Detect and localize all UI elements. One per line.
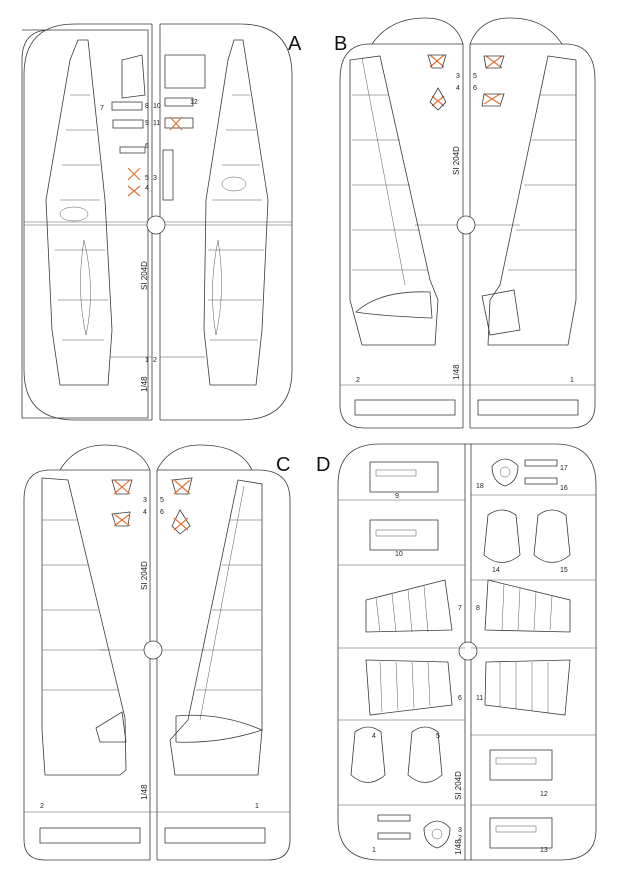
part-number: 2 [458, 835, 462, 842]
part-number: 5 [473, 73, 477, 80]
sprue-c-letter: C [276, 454, 290, 476]
part-number: 7 [100, 105, 104, 112]
part-number: 8 [145, 103, 149, 110]
sprue-d-letter: D [316, 454, 330, 476]
part-number: 7 [458, 605, 462, 612]
part-number: 5 [145, 175, 149, 182]
part-number: 4 [456, 85, 460, 92]
sprue-c-code: SI 204D [140, 561, 149, 590]
part-number: 4 [372, 733, 376, 740]
part-number: 3 [456, 73, 460, 80]
sprue-b-code: SI 204D [452, 146, 461, 175]
sprue-d [337, 443, 597, 861]
part-number: 15 [560, 567, 568, 574]
sprue-b-scale: 1/48 [452, 364, 461, 380]
part-number: 1 [570, 377, 574, 384]
sprue-a [21, 23, 293, 421]
part-number: 12 [540, 791, 548, 798]
part-number: 9 [395, 493, 399, 500]
part-number: 5 [160, 497, 164, 504]
part-number: 3 [143, 497, 147, 504]
part-number: 10 [395, 551, 403, 558]
sprue-c [23, 444, 291, 861]
part-number: 6 [160, 509, 164, 516]
sprue-d-scale: 1/48 [454, 839, 463, 855]
part-number: 14 [492, 567, 500, 574]
part-number: 12 [190, 99, 198, 106]
part-number: 6 [145, 143, 149, 150]
part-number: 5 [436, 733, 440, 740]
part-number: 11 [153, 120, 160, 127]
part-number: 11 [476, 695, 483, 702]
sprue-a-scale: 1/48 [140, 376, 149, 392]
part-number: 13 [540, 847, 548, 854]
part-number: 1 [372, 847, 376, 854]
part-number: 18 [476, 483, 484, 490]
part-number: 2 [153, 357, 157, 364]
sprue-c-scale: 1/48 [140, 784, 149, 800]
part-number: 4 [143, 509, 147, 516]
sprue-d-code: SI 204D [454, 771, 463, 800]
part-number: 3 [458, 827, 462, 834]
sprue-a-letter: A [288, 33, 302, 55]
part-number: 8 [476, 605, 480, 612]
part-number: 9 [145, 120, 149, 127]
part-number: 1 [145, 357, 149, 364]
part-number: 16 [560, 485, 568, 492]
sprue-b-letter: B [334, 33, 347, 55]
part-number: 2 [40, 803, 44, 810]
part-number: 3 [153, 175, 157, 182]
part-number: 4 [145, 185, 149, 192]
sprue-a-code: SI 204D [140, 261, 149, 290]
part-number: 17 [560, 465, 568, 472]
part-number: 6 [473, 85, 477, 92]
part-number: 1 [255, 803, 259, 810]
part-number: 6 [458, 695, 462, 702]
part-number: 10 [153, 103, 161, 110]
sprue-b [339, 17, 596, 429]
part-number: 2 [356, 377, 360, 384]
